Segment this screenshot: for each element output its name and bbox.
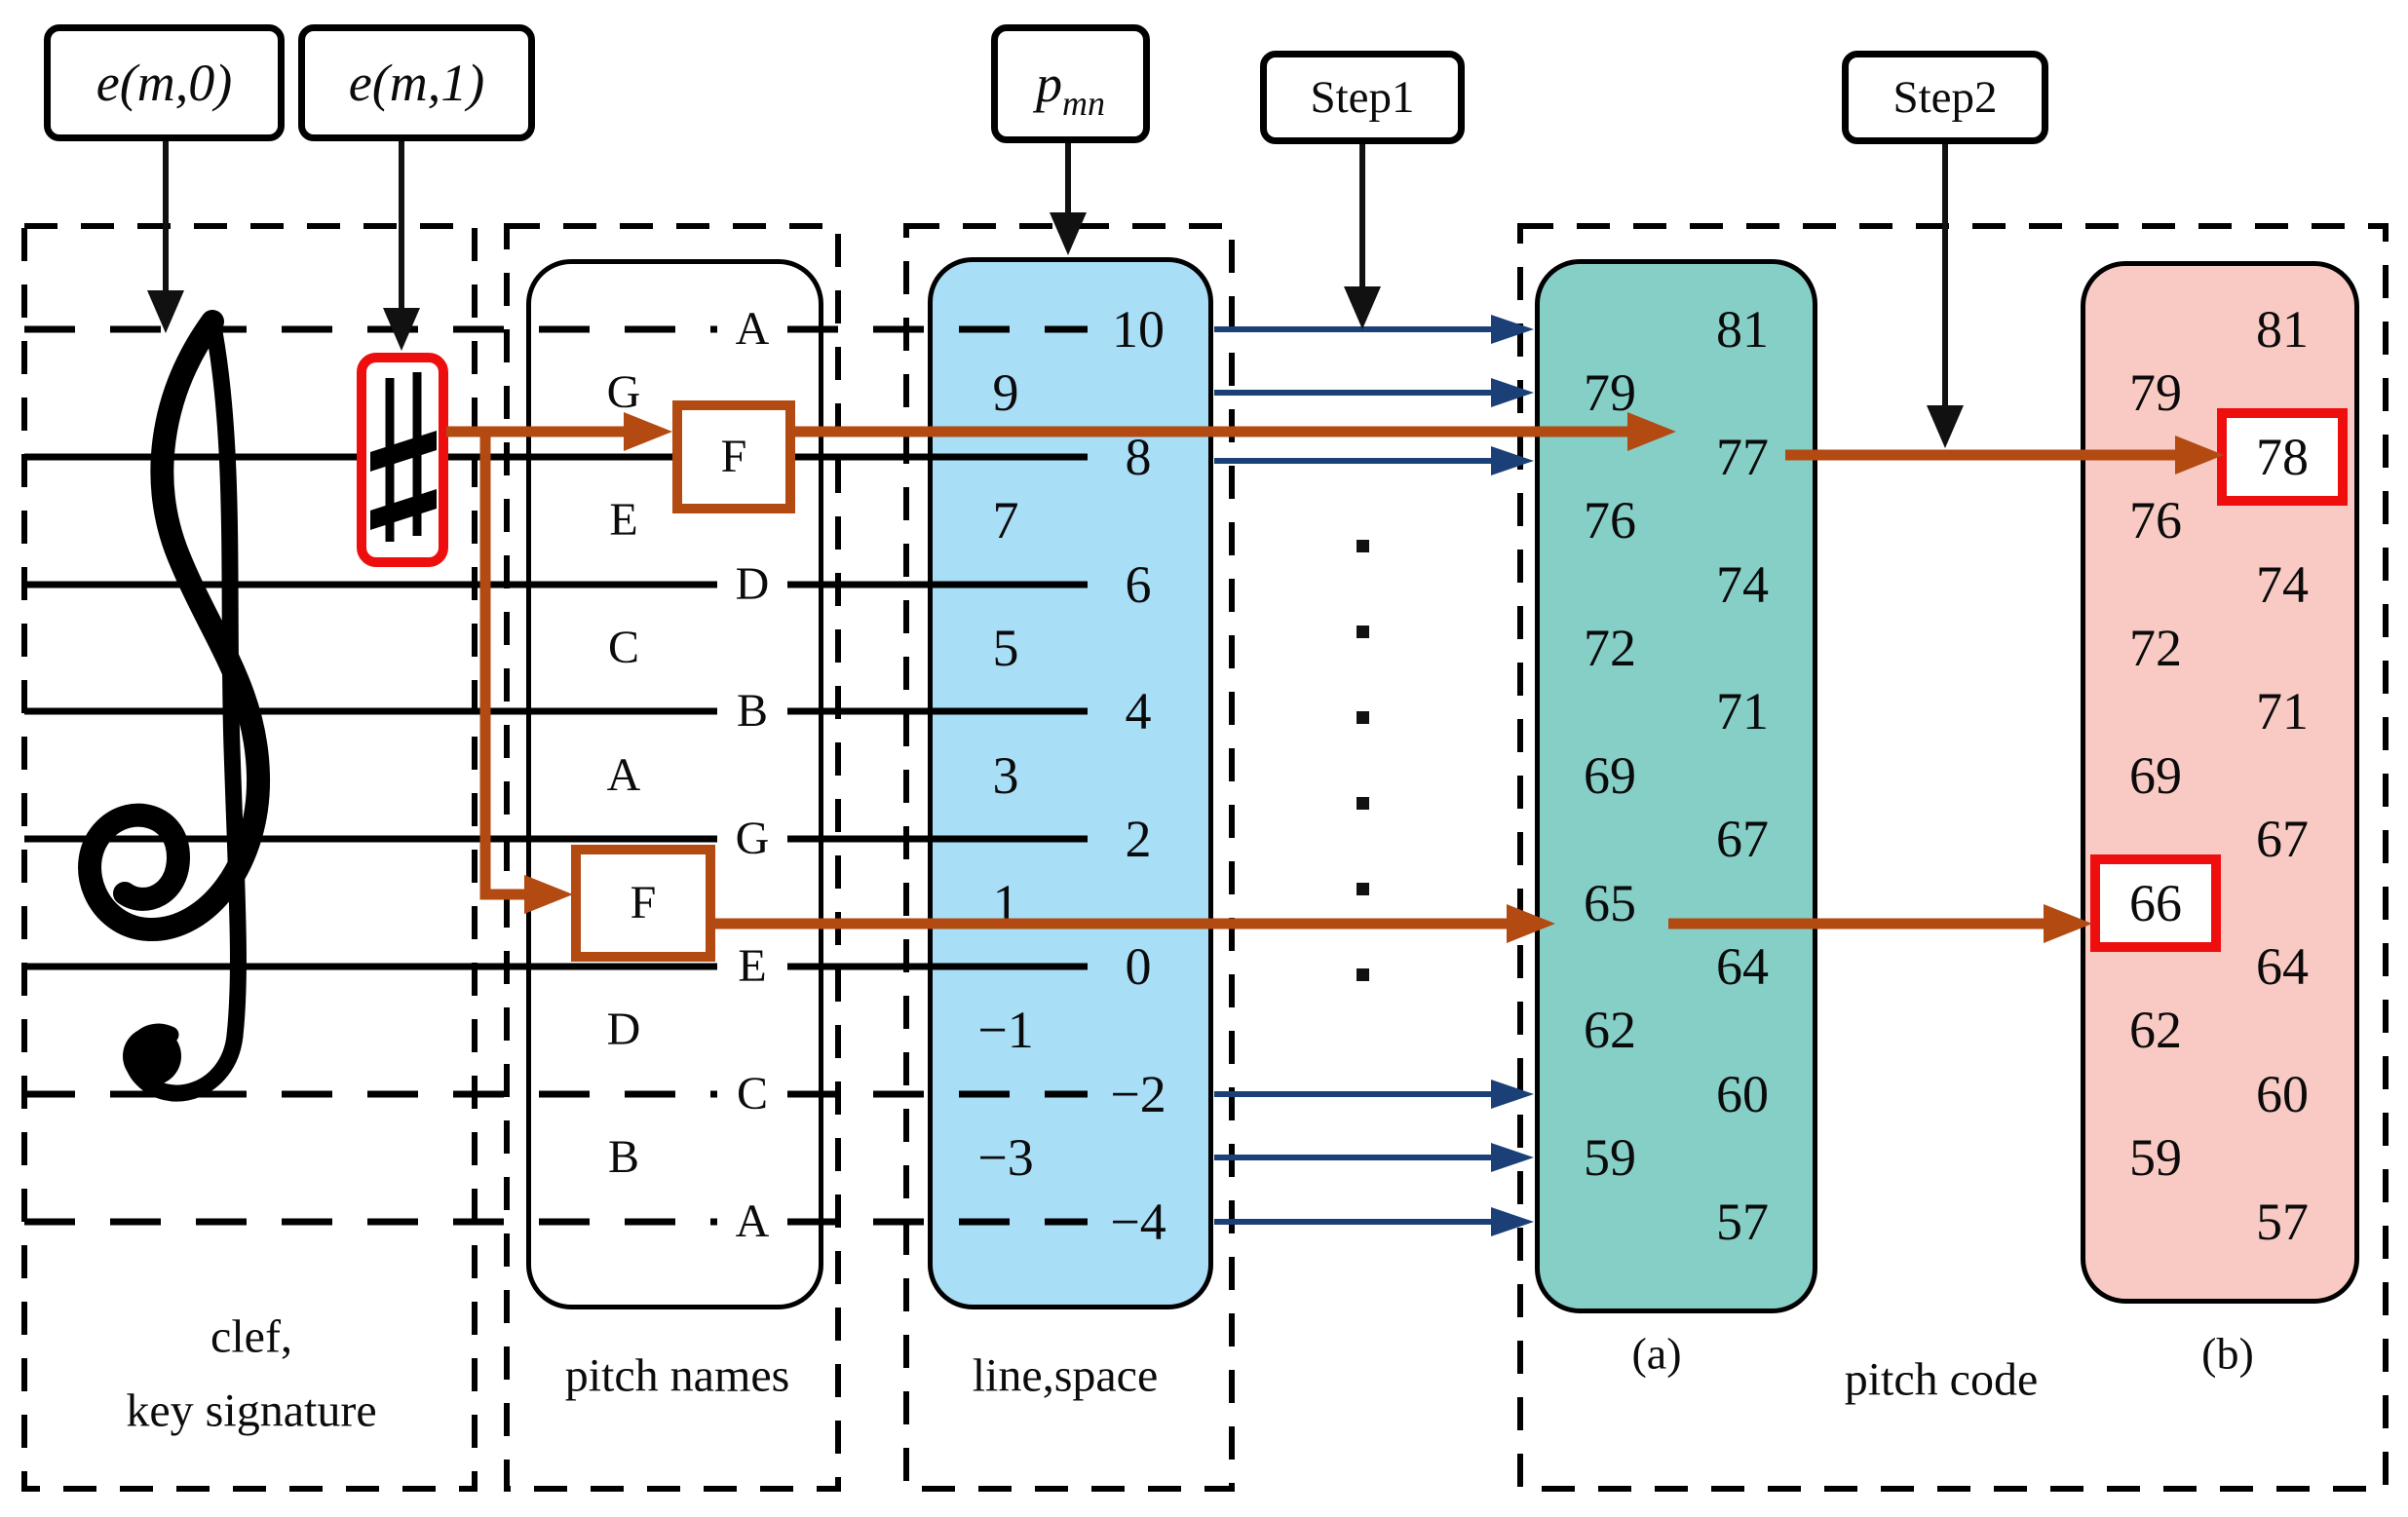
line-space-value: −2 [1110,1065,1166,1123]
line-space-value: −4 [1110,1193,1166,1251]
f-highlight-box-upper: F [672,400,795,513]
pitch-code-a-value: 59 [1584,1128,1636,1187]
panel-a-caption: (a) [1631,1328,1682,1379]
pmn-box: pmn [991,24,1150,143]
pitch-name: D [606,1004,641,1055]
pitch-code-a-value: 77 [1716,428,1769,486]
step1-box: Step1 [1260,51,1465,144]
red-box-78: 78 [2217,408,2348,506]
pitch-code-b-value: 81 [2256,300,2309,359]
em1-label: e(m,1) [348,54,485,112]
pitch-code-b-value: 71 [2256,682,2309,740]
pitch-code-b-value: 64 [2256,937,2309,996]
pitch-code-caption: pitch code [1844,1353,2039,1406]
pitch-name: G [606,366,641,418]
f-highlight-box-lower: F [571,845,715,962]
line-space-caption: line,space [972,1349,1159,1402]
treble-clef-icon [78,310,271,1102]
pitch-code-b-value: 62 [2129,1001,2182,1059]
pitch-name: E [609,494,638,546]
pitch-name: A [735,303,770,355]
pitch-name: B [736,685,769,737]
line-space-value: 2 [1125,810,1152,868]
line-space-value: 0 [1125,937,1152,996]
line-space-value: 5 [992,619,1019,677]
pitch-code-a-value: 74 [1716,555,1769,614]
line-space-value: 9 [992,363,1019,422]
pitch-name: A [735,1195,770,1247]
pitch-code-b-value: 79 [2129,363,2182,422]
pitch-name: C [607,622,640,673]
pitch-name-highlighted: F [630,877,657,929]
pitch-code-a-value: 71 [1716,682,1769,740]
pitch-code-b-value: 72 [2129,619,2182,677]
pitch-code-a-value: 57 [1716,1193,1769,1251]
pitch-code-b-value: 57 [2256,1193,2309,1251]
em0-box: e(m,0) [44,24,285,141]
pitch-code-a-value: 72 [1584,619,1636,677]
pitch-name: A [606,749,641,801]
pitch-code-a-value: 67 [1716,810,1769,868]
pitch-name: C [736,1068,769,1119]
em0-label: e(m,0) [96,54,233,112]
pitch-name: E [738,940,767,992]
pitch-code-b-value: 69 [2129,746,2182,805]
line-space-value: 7 [992,491,1019,550]
pitch-code-a-value: 69 [1584,746,1636,805]
line-space-value: 4 [1125,682,1152,740]
pitch-code-a-value: 64 [1716,937,1769,996]
sharp-icon [370,372,437,542]
pitch-code-b-value: 60 [2256,1065,2309,1123]
pitch-code-b-highlighted: 66 [2129,874,2182,932]
pitch-code-b-value: 59 [2129,1128,2182,1187]
pitch-names-caption: pitch names [564,1349,790,1402]
pitch-code-a-value: 62 [1584,1001,1636,1059]
pitch-code-a-value: 81 [1716,300,1769,359]
pitch-code-a-value: 60 [1716,1065,1769,1123]
line-space-value: 6 [1125,555,1152,614]
step2-label: Step2 [1892,72,1998,123]
pitch-code-b-value: 76 [2129,491,2182,550]
clef-caption-line1: clef, [210,1310,292,1363]
line-space-value: −3 [977,1128,1034,1187]
pitch-code-a-value: 79 [1584,363,1636,422]
panel-b-caption: (b) [2201,1328,2254,1379]
pmn-label: pmn [1036,55,1105,123]
line-space-value: 3 [992,746,1019,805]
pitch-code-b-value: 67 [2256,810,2309,868]
pitch-name-highlighted: F [720,431,747,482]
pitch-name: D [735,558,770,610]
clef-caption-line2: key signature [126,1384,377,1437]
line-space-value: 8 [1125,428,1152,486]
step2-box: Step2 [1842,51,2048,144]
pitch-name: B [607,1131,640,1183]
pitch-name: G [735,813,770,864]
key-signature-highlight-box [357,353,448,567]
pitch-code-a-value: 65 [1584,874,1636,932]
pitch-code-a-value: 76 [1584,491,1636,550]
step1-label: Step1 [1310,72,1415,123]
line-space-value: 1 [992,874,1019,932]
pitch-code-b-highlighted: 78 [2256,428,2309,486]
line-space-value: −1 [977,1001,1034,1059]
em1-box: e(m,1) [298,24,535,141]
red-box-66: 66 [2090,854,2221,952]
line-space-value: 10 [1112,300,1165,359]
pitch-code-b-value: 74 [2256,555,2309,614]
